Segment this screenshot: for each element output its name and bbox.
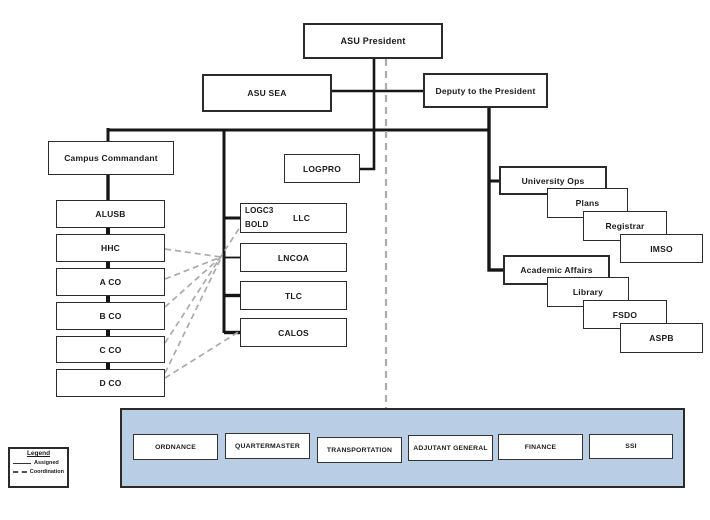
legend: Legend Assigned Coordination [8, 447, 69, 488]
node-c-co: C CO [56, 336, 165, 363]
node-alusb: ALUSB [56, 200, 165, 228]
node-asu-president: ASU President [303, 23, 443, 59]
legend-coordination-row: Coordination [13, 469, 64, 475]
legend-title: Legend [26, 450, 51, 457]
panel-box-finance: FINANCE [498, 434, 583, 460]
panel-box-ssi: SSI [589, 434, 673, 459]
legend-coordination-label: Coordination [29, 469, 64, 475]
node-calos: CALOS [240, 318, 347, 347]
node-b-co: B CO [56, 302, 165, 330]
logc3-label: LOGC3 [245, 206, 274, 215]
coordination-connectors [164, 226, 241, 379]
panel-box-ordnance: ORDNANCE [133, 434, 218, 460]
llc-label: LLC [293, 213, 311, 223]
node-imso: IMSO [620, 234, 703, 263]
legend-assigned-label: Assigned [34, 460, 59, 466]
assigned-connectors [106, 59, 503, 369]
bold-label: BOLD [245, 220, 269, 229]
solid-line-sample [13, 462, 31, 464]
panel-box-adjutant-general: ADJUTANT GENERAL [408, 435, 493, 461]
node-d-co: D CO [56, 369, 165, 397]
panel-box-quartermaster: QUARTERMASTER [225, 433, 310, 459]
node-deputy-to-president: Deputy to the President [423, 73, 548, 108]
node-logc3-bold-llc: LOGC3 BOLD LLC [240, 203, 347, 233]
panel-box-transportation: TRANSPORTATION [317, 437, 402, 463]
node-lncoa: LNCOA [240, 243, 347, 272]
node-hhc: HHC [56, 234, 165, 262]
dashed-line-sample [13, 471, 27, 473]
node-a-co: A CO [56, 268, 165, 296]
node-asu-sea: ASU SEA [202, 74, 332, 112]
node-logpro: LOGPRO [284, 154, 360, 183]
node-aspb: ASPB [620, 323, 703, 353]
legend-assigned-row: Assigned [13, 460, 64, 466]
node-campus-commandant: Campus Commandant [48, 141, 174, 175]
node-tlc: TLC [240, 281, 347, 310]
